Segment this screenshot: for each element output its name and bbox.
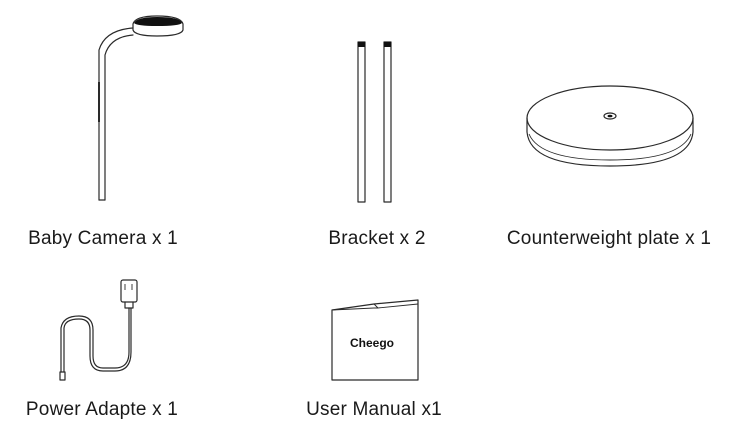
bracket-label: Bracket x 2 (328, 228, 426, 249)
baby-camera-label: Baby Camera x 1 (28, 228, 178, 249)
user-manual-illustration (331, 299, 419, 381)
manual-cover-logo: Cheego (350, 336, 395, 350)
counterweight-plate-illustration (526, 85, 694, 167)
power-adapter-label: Power Adapte x 1 (25, 399, 179, 420)
power-adapter-illustration (59, 279, 138, 381)
counterweight-plate-label: Counterweight plate x 1 (506, 228, 712, 249)
user-manual-label: User Manual x1 (306, 399, 442, 420)
bracket-illustration (357, 41, 392, 203)
baby-camera-illustration (98, 15, 184, 201)
